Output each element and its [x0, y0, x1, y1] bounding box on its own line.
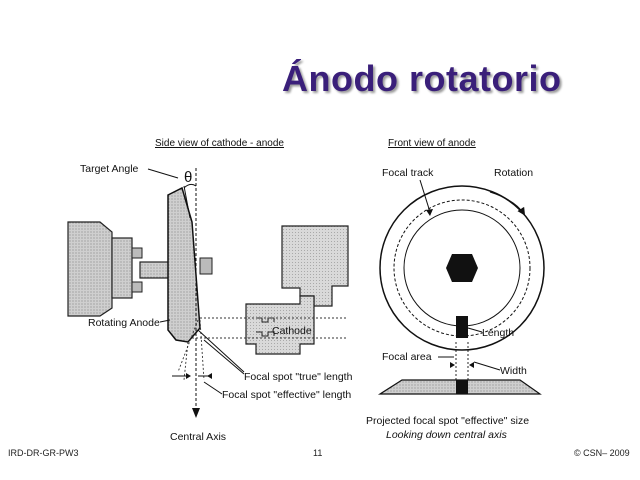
- focal-area-label: Focal area: [382, 351, 432, 363]
- focal-track-label: Focal track: [382, 167, 434, 179]
- front-view-heading: Front view of anode: [388, 138, 476, 149]
- projected-focal-spot: [456, 380, 468, 394]
- rotation-arrow: [489, 191, 526, 216]
- effective-length-marker: [172, 373, 212, 379]
- true-length-label: Focal spot "true" length: [244, 371, 353, 383]
- looking-down-label: Looking down central axis: [386, 429, 508, 441]
- beam-lines: [177, 317, 346, 381]
- rotation-label: Rotation: [494, 167, 533, 179]
- anode-disk: [167, 186, 213, 343]
- side-view-heading: Side view of cathode - anode: [155, 138, 284, 149]
- target-angle-label: Target Angle: [80, 163, 139, 175]
- projected-size-label: Projected focal spot "effective" size: [366, 415, 529, 427]
- footer-copyright: © CSN– 2009: [574, 448, 630, 458]
- length-label: Length: [482, 327, 514, 339]
- theta-symbol: θ: [184, 169, 192, 186]
- hex-nut: [446, 254, 478, 282]
- page-number: 11: [313, 448, 323, 458]
- side-view: Side view of cathode - anode Cathode: [67, 138, 353, 443]
- effective-length-label: Focal spot "effective" length: [222, 389, 351, 401]
- front-view: Front view of anode Rotation Focal track…: [366, 138, 545, 441]
- rotating-anode-label: Rotating Anode: [88, 317, 160, 329]
- anode-stem: [67, 221, 175, 317]
- cathode-label: Cathode: [272, 325, 312, 337]
- cathode-assembly: Cathode: [245, 225, 349, 355]
- focal-spot-front: [456, 316, 468, 338]
- footer-course-code: IRD-DR-GR-PW3: [8, 448, 79, 458]
- slide-title: Ánodo rotatorio: [282, 58, 562, 99]
- central-axis-arrow: [192, 408, 200, 418]
- width-label: Width: [500, 365, 527, 377]
- central-axis-label: Central Axis: [170, 431, 226, 443]
- target-angle-leader: [147, 168, 179, 179]
